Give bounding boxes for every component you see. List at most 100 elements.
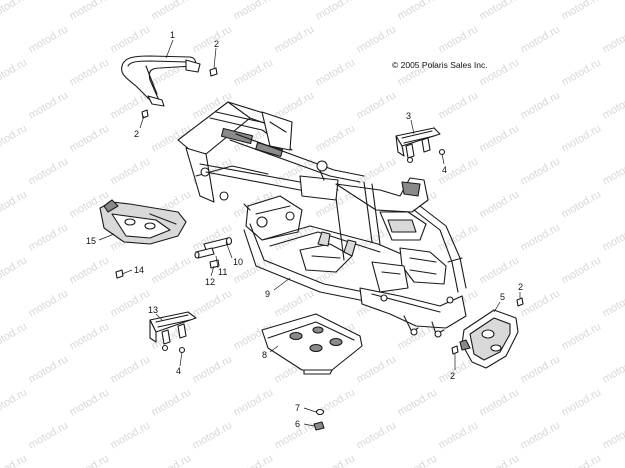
watermark-text: motod.ru: [437, 23, 481, 55]
watermark-text: motod.ru: [519, 287, 563, 319]
callout-4-b: 4: [176, 366, 181, 376]
watermark-text: motod.ru: [601, 353, 625, 385]
watermark-text: motod.ru: [478, 254, 522, 286]
watermark-text: motod.ru: [191, 287, 235, 319]
callout-3: 3: [406, 111, 411, 121]
part-skid-plate: [261, 313, 363, 375]
watermark-text: motod.ru: [150, 254, 194, 286]
watermark-text: motod.ru: [519, 419, 563, 451]
callout-7: 7: [295, 403, 300, 413]
watermark-text: motod.ru: [68, 122, 112, 154]
callout-15: 15: [86, 236, 96, 246]
watermark-text: motod.ru: [27, 89, 71, 121]
watermark-text: motod.ru: [314, 56, 358, 88]
watermark-text: motod.ru: [519, 155, 563, 187]
watermark-text: motod.ru: [560, 56, 604, 88]
watermark-text: motod.ru: [0, 122, 29, 154]
callout-labels: 1 2 2 3 4 15 14 10 11 12 9 13 4 8 5 2 2 …: [86, 30, 523, 429]
watermark-text: motod.ru: [601, 23, 625, 55]
watermark-text: motod.ru: [437, 89, 481, 121]
watermark-text: motod.ru: [396, 0, 440, 23]
watermark-text: motod.ru: [68, 254, 112, 286]
watermark-text: motod.ru: [601, 89, 625, 121]
callout-2-d: 2: [450, 371, 455, 381]
watermark-text: motod.ru: [601, 155, 625, 187]
watermark-text: motod.ru: [232, 0, 276, 23]
watermark-text: motod.ru: [109, 419, 153, 451]
watermark-text: motod.ru: [0, 56, 29, 88]
watermark-text: motod.ru: [68, 56, 112, 88]
watermark-text: motod.ru: [191, 419, 235, 451]
watermark-text: motod.ru: [27, 221, 71, 253]
watermark-text: motod.ru: [27, 353, 71, 385]
watermark-text: motod.ru: [601, 419, 625, 451]
callout-4-a: 4: [442, 165, 447, 175]
watermark-text: motod.ru: [355, 353, 399, 385]
callout-9: 9: [265, 289, 270, 299]
watermark-text: motod.ru: [396, 452, 440, 468]
watermark-text: motod.ru: [232, 56, 276, 88]
watermark-text: motod.ru: [27, 155, 71, 187]
watermark-text: motod.ru: [150, 452, 194, 468]
watermark-text: motod.ru: [0, 254, 29, 286]
watermark-text: motod.ru: [560, 254, 604, 286]
watermark-text: motod.ru: [150, 0, 194, 23]
watermark-text: motod.ru: [478, 386, 522, 418]
watermark-text: motod.ru: [314, 122, 358, 154]
part-grab-bar: [121, 55, 201, 107]
watermark-text: motod.ru: [109, 23, 153, 55]
watermark-text: motod.ru: [0, 386, 29, 418]
part-footwell-right: [459, 309, 519, 369]
callout-12: 12: [205, 277, 215, 287]
watermark-text: motod.ru: [68, 452, 112, 468]
watermark-text: motod.ru: [109, 155, 153, 187]
watermark-text: motod.ru: [601, 287, 625, 319]
watermark-text: motod.ru: [478, 0, 522, 23]
watermark-text: motod.ru: [109, 353, 153, 385]
callout-10: 10: [233, 257, 243, 267]
watermark-text: motod.ru: [560, 452, 604, 468]
watermark-text: motod.ru: [232, 452, 276, 468]
watermark-text: motod.ru: [314, 452, 358, 468]
watermark-text: motod.ru: [437, 419, 481, 451]
part-footwell-left: [99, 199, 187, 245]
watermark-text: motod.ru: [0, 188, 29, 220]
watermark-text: motod.ru: [27, 23, 71, 55]
watermark-text: motod.ru: [68, 320, 112, 352]
watermark-text: motod.ru: [560, 122, 604, 154]
part-footrest-lower: [149, 311, 197, 352]
watermark-text: motod.ru: [560, 386, 604, 418]
watermark-text: motod.ru: [396, 386, 440, 418]
watermark-text: motod.ru: [601, 221, 625, 253]
callout-2-a: 2: [214, 39, 219, 49]
callout-8: 8: [262, 350, 267, 360]
watermark-text: motod.ru: [519, 221, 563, 253]
watermark-text: motod.ru: [519, 353, 563, 385]
watermark-text: motod.ru: [519, 89, 563, 121]
watermark-text: motod.ru: [273, 287, 317, 319]
watermark-text: motod.ru: [478, 122, 522, 154]
callout-14: 14: [134, 265, 144, 275]
part-main-frame: [177, 101, 467, 338]
watermark-text: motod.ru: [355, 89, 399, 121]
part-footrest-upper: [395, 127, 441, 164]
watermark-text: motod.ru: [314, 0, 358, 23]
watermark-text: motod.ru: [273, 89, 317, 121]
watermark-text: motod.ru: [0, 320, 29, 352]
watermark-text: motod.ru: [519, 23, 563, 55]
part-bushings: [194, 236, 233, 269]
watermark-text: motod.ru: [27, 419, 71, 451]
watermark-text: motod.ru: [109, 287, 153, 319]
watermark-text: motod.ru: [27, 287, 71, 319]
callout-5: 5: [500, 292, 505, 302]
watermark-text: motod.ru: [355, 155, 399, 187]
watermark-text: motod.ru: [560, 0, 604, 23]
watermark-text: motod.ru: [560, 188, 604, 220]
callout-2-c: 2: [518, 282, 523, 292]
watermark-text: motod.ru: [478, 452, 522, 468]
callout-2-b: 2: [134, 129, 139, 139]
watermark-text: motod.ru: [150, 386, 194, 418]
watermark-text: motod.ru: [191, 23, 235, 55]
